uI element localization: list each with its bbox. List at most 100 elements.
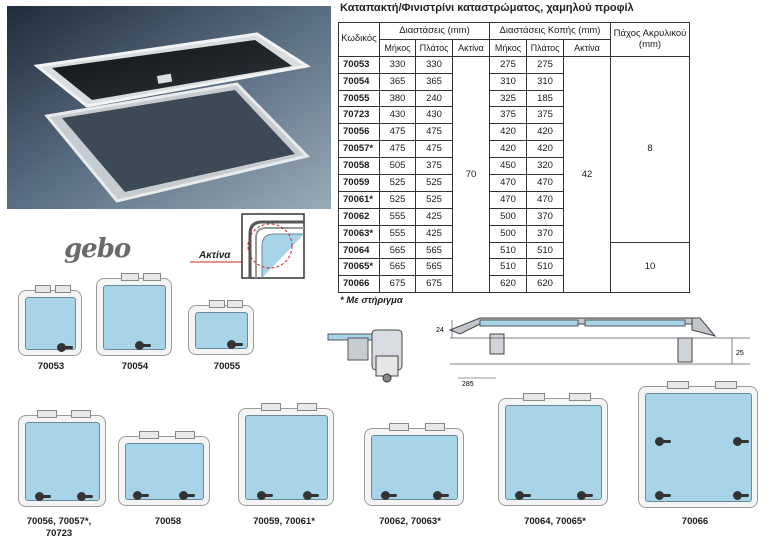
handle-icon [655,491,671,500]
cell-cut-width: 375 [526,106,564,125]
hatch-70054 [96,273,172,356]
handle-icon [733,491,749,500]
cell-cut-length: 510 [489,241,527,260]
cell-cut-length: 420 [489,123,527,142]
handle-icon [257,491,273,500]
cell-cut-width: 320 [526,157,564,176]
hinge-icon [121,273,139,281]
cell-width: 330 [415,55,453,74]
hinge-icon [425,423,445,431]
header-radius: Ακτίνα [452,38,490,57]
radius-label: Ακτίνα [199,250,231,261]
hinge-icon [261,403,281,411]
cell-code: 70057* [338,140,380,159]
hinge-icon [35,285,51,293]
handle-icon [135,341,151,350]
cell-code: 70058 [338,157,380,176]
cell-width: 425 [415,224,453,243]
cell-cut-width: 510 [526,258,564,277]
handle-icon [433,491,449,500]
handle-icon [577,491,593,500]
hinge-icon [523,393,545,401]
hatch-70064 [498,393,608,506]
cell-cut-width: 470 [526,174,564,192]
hatch-glass [371,435,458,500]
header-cut: Διαστάσεις Κοπής (mm) [489,22,611,40]
caption-70053: 70053 [37,361,65,372]
cell-code: 70723 [338,106,380,125]
cell-cut-radius: 42 [563,55,611,294]
handle-icon [655,437,671,446]
cell-code: 70066 [338,275,380,294]
cell-width: 430 [415,106,453,125]
cell-cut-length: 310 [489,72,527,91]
cell-acrylic-10: 10 [610,241,690,294]
hatch-70053 [18,285,82,356]
hinge-icon [715,381,737,389]
cell-cut-length: 450 [489,157,527,176]
profile-section-diagram: 24 25 285 [327,317,750,388]
hatch-glass [505,405,602,500]
handle-icon [227,340,243,349]
cell-width: 375 [415,157,453,176]
hatch-70056 [18,410,106,507]
cell-width: 475 [415,123,453,142]
cell-width: 675 [415,275,453,294]
cell-width: 565 [415,258,453,277]
hatch-photo-illustration [7,6,331,209]
hatch-70062 [364,423,464,506]
hatch-glass [645,393,752,502]
cell-length: 555 [379,224,416,243]
cell-length: 525 [379,174,416,192]
header-dims: Διαστάσεις (mm) [379,22,490,40]
cell-length: 380 [379,89,416,108]
radius-circle [247,223,293,269]
handle-icon [77,492,93,501]
header-code: Κωδικός [338,22,380,57]
cell-width: 365 [415,72,453,91]
cell-cut-length: 420 [489,140,527,159]
header-cut-width: Πλάτος [526,38,564,57]
cell-cut-length: 620 [489,275,527,294]
cell-cut-width: 510 [526,241,564,260]
spec-table: Κωδικός Διαστάσεις (mm) Διαστάσεις Κοπής… [338,22,690,294]
hatch-70059 [238,403,334,506]
cell-cut-length: 325 [489,89,527,108]
hatch-glass [195,312,248,349]
dim-height-1: 24 [436,327,444,334]
header-cut-radius: Ακτίνα [563,38,611,57]
cell-cut-width: 275 [526,55,564,74]
cell-width: 475 [415,140,453,159]
hinge-icon [569,393,591,401]
hatch-glass [25,297,76,350]
cell-cut-width: 620 [526,275,564,294]
cell-length: 565 [379,258,416,277]
hinge-icon [227,300,243,308]
footnote: * Με στήριγμα [340,295,403,306]
handle-icon [57,343,73,352]
handle-icon [303,491,319,500]
cell-code: 70065* [338,258,380,277]
cell-cut-width: 470 [526,190,564,209]
cell-cut-length: 510 [489,258,527,277]
cell-code: 70059 [338,174,380,192]
cell-cut-length: 275 [489,55,527,74]
cell-code: 70062 [338,207,380,226]
cell-length: 505 [379,157,416,176]
radius-detail-diagram [190,213,305,279]
cell-cut-length: 470 [489,190,527,209]
page-title: Καταπακτή/Φινιστρίνι καταστρώματος, χαμη… [340,2,634,14]
cell-length: 330 [379,55,416,74]
caption-70062: 70062, 70063* [379,516,441,527]
hinge-icon [389,423,409,431]
caption-70056: 70056, 70057*, [26,516,92,527]
cell-code: 70063* [338,224,380,243]
gebo-logo: gebo [64,234,154,272]
handle-icon [515,491,531,500]
hatch-photo [7,6,331,209]
hatch-70055 [188,300,254,355]
